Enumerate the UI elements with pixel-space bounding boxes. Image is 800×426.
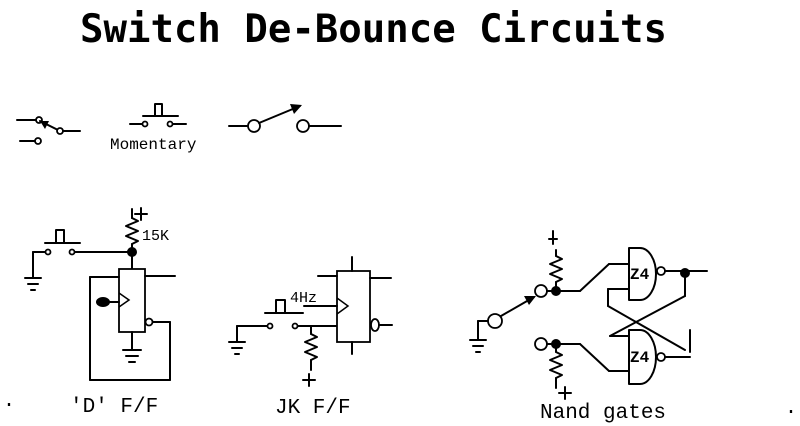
clock-frequency-label: 4Hz bbox=[290, 290, 317, 307]
bottom-gate-label: Z4 bbox=[630, 349, 650, 367]
diagram-title: Switch De-Bounce Circuits bbox=[80, 7, 667, 52]
nand-caption: Nand gates bbox=[540, 402, 666, 425]
left-bullet: . bbox=[3, 390, 15, 413]
resistor-value-label: 15K bbox=[142, 228, 169, 245]
toggle-switch-symbol bbox=[16, 116, 81, 145]
right-bullet: . bbox=[785, 397, 797, 420]
nand-gate-circuit: Z4 Z4 bbox=[469, 230, 708, 400]
d-flipflop-circuit: 15K bbox=[24, 207, 176, 381]
top-gate-label: Z4 bbox=[630, 266, 650, 284]
d-ff-caption: 'D' F/F bbox=[70, 396, 158, 419]
spst-switch-symbol bbox=[228, 104, 342, 133]
momentary-switch-symbol: Momentary bbox=[110, 103, 197, 154]
jk-ff-caption: JK F/F bbox=[275, 397, 351, 420]
jk-flipflop-circuit: 4Hz bbox=[228, 256, 393, 387]
momentary-label: Momentary bbox=[110, 136, 197, 154]
